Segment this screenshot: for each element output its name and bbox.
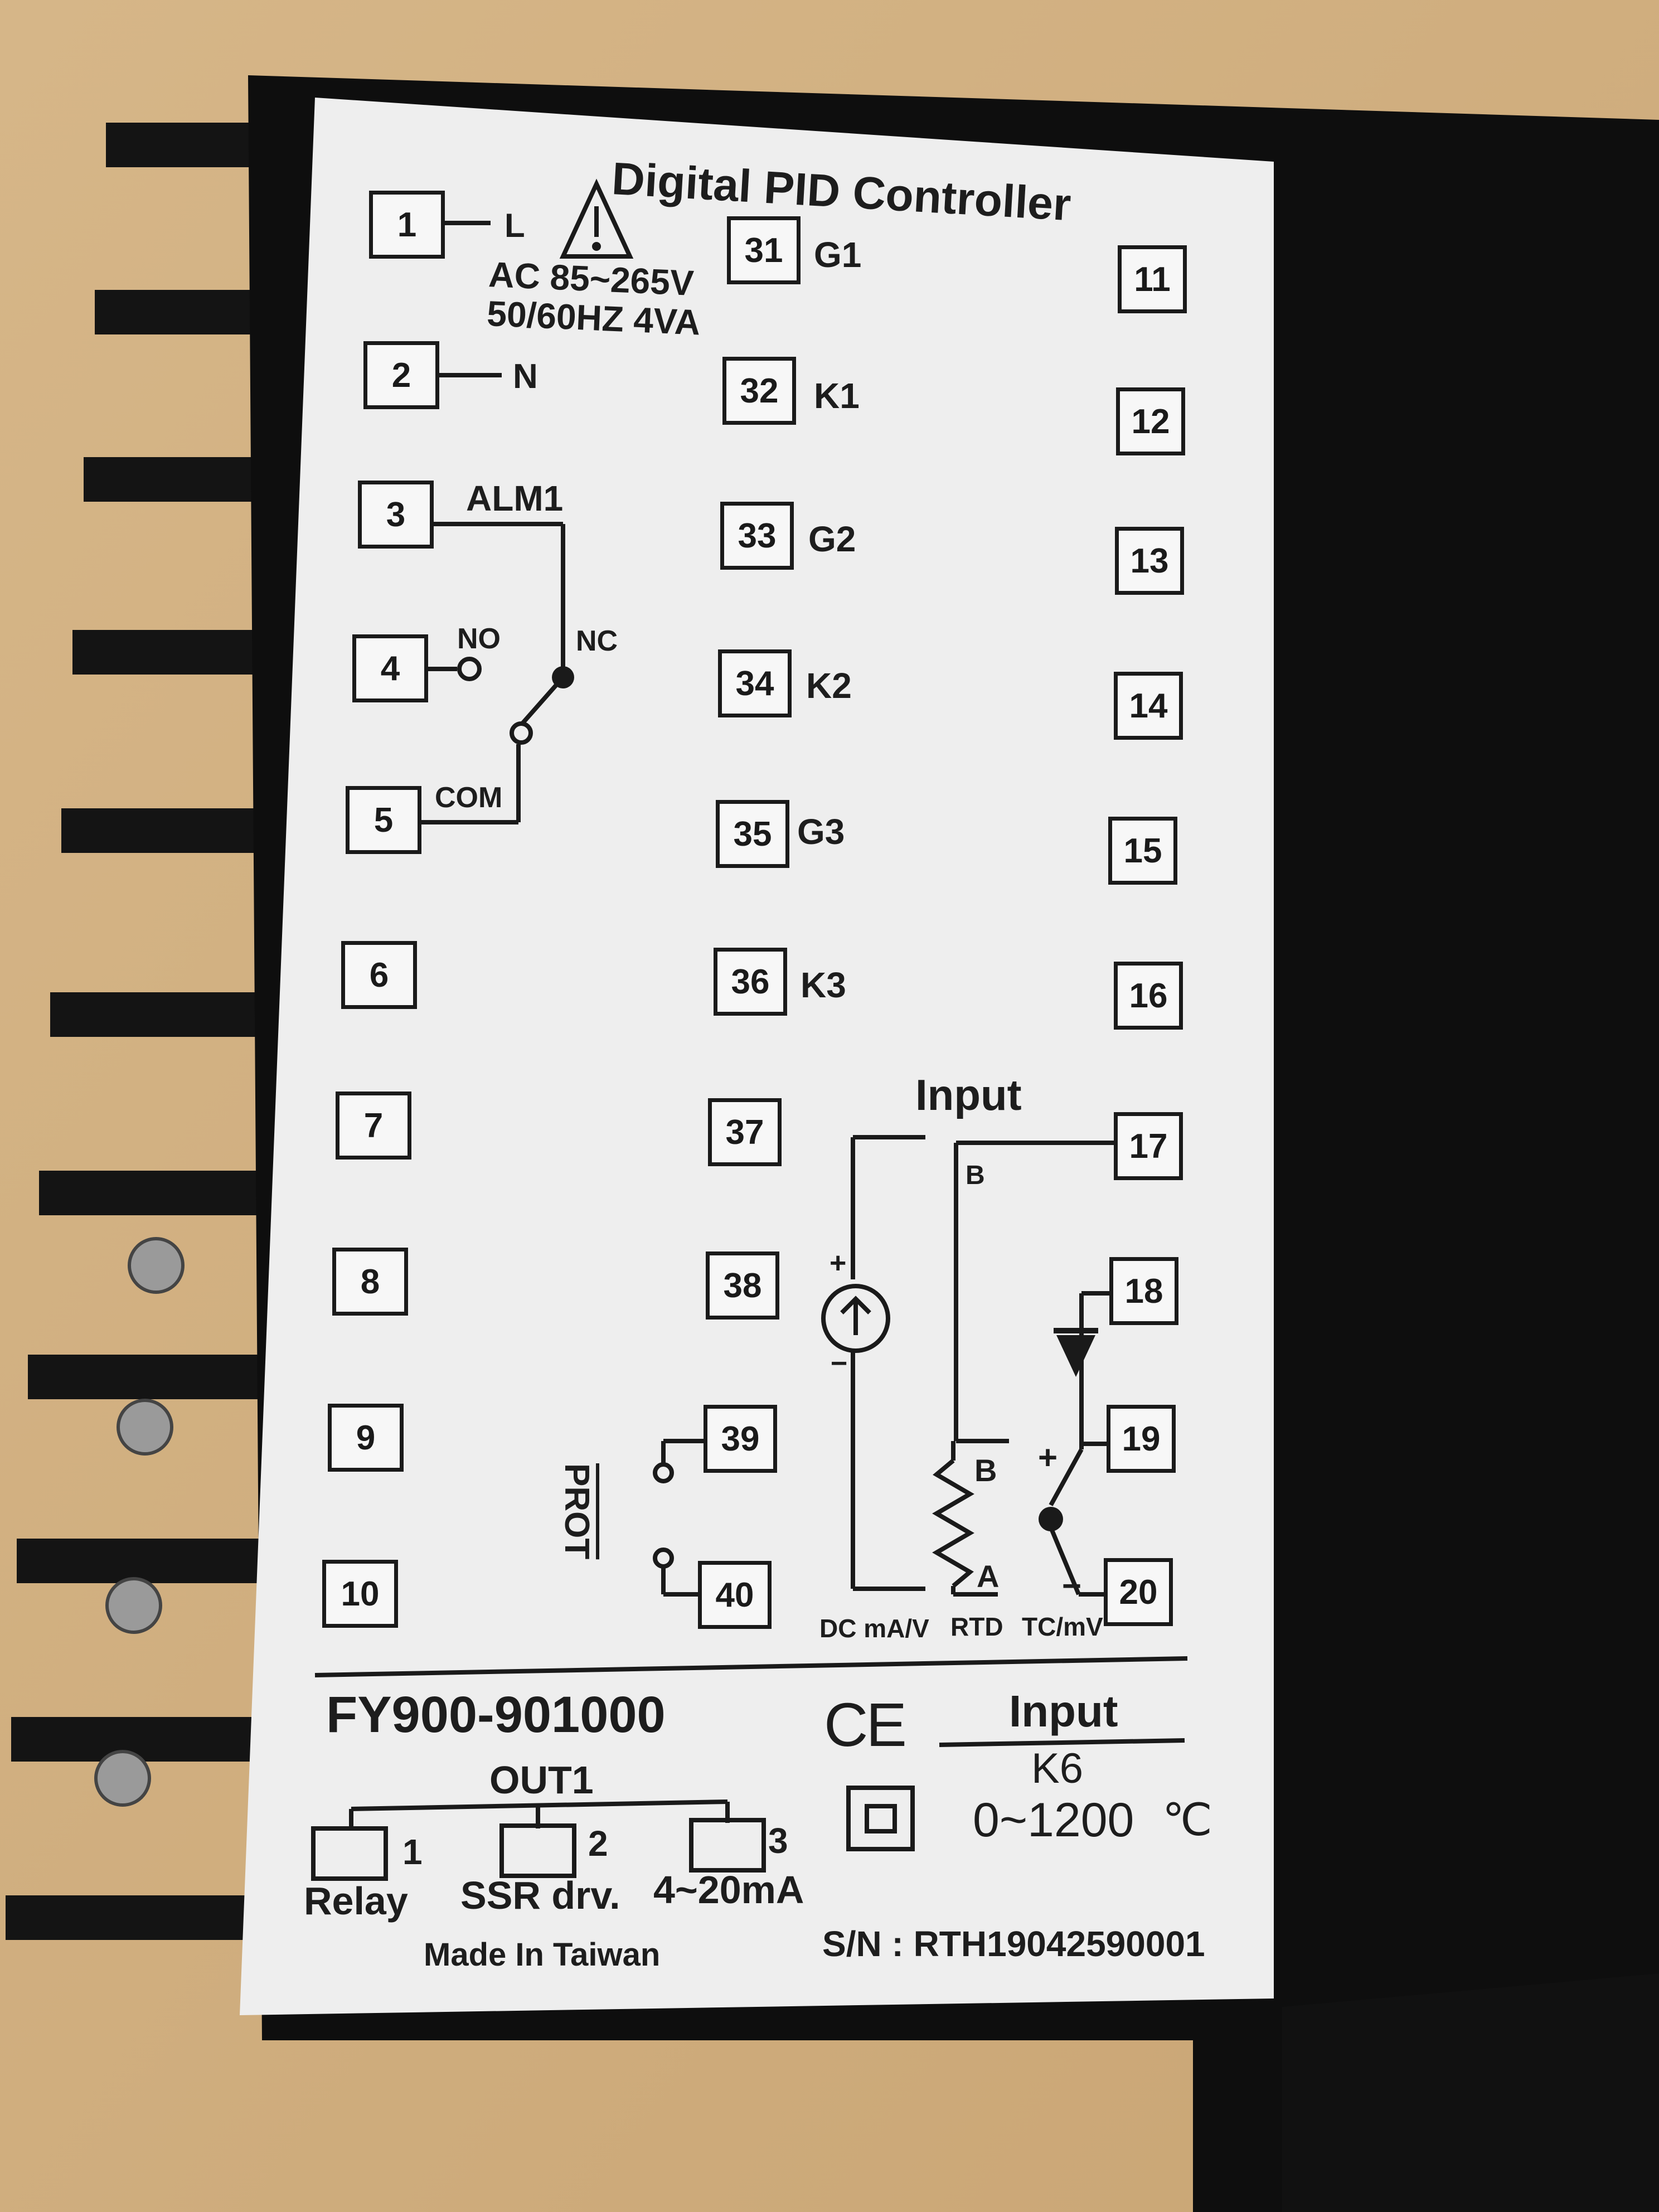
terminal-39: 39 bbox=[704, 1405, 777, 1473]
alarm-com: COM bbox=[435, 782, 503, 814]
terminal-32-tag: K1 bbox=[814, 376, 860, 416]
terminal-35-tag: G3 bbox=[797, 812, 845, 852]
out1-ssr: SSR drv. bbox=[460, 1874, 620, 1917]
heat-sink-fins bbox=[6, 123, 262, 1940]
double-insulation-icon bbox=[846, 1786, 915, 1851]
input-a-rtd: A bbox=[977, 1559, 1000, 1594]
power-frequency: 50/60HZ 4VA bbox=[486, 293, 701, 343]
input-title: Input bbox=[915, 1070, 1022, 1119]
terminal-11: 11 bbox=[1118, 245, 1187, 313]
out1-num-2: 2 bbox=[588, 1823, 608, 1864]
power-line-label: L bbox=[505, 207, 525, 244]
terminal-7: 7 bbox=[336, 1092, 411, 1160]
terminal-12: 12 bbox=[1116, 387, 1185, 455]
terminal-34: 34 bbox=[718, 649, 792, 717]
terminal-4: 4 bbox=[352, 634, 428, 702]
terminal-3: 3 bbox=[358, 481, 434, 549]
input-plus-tc: + bbox=[1038, 1439, 1058, 1476]
input-plus-dc: + bbox=[830, 1247, 847, 1279]
spec-sensor: K6 bbox=[1031, 1745, 1083, 1792]
terminal-14: 14 bbox=[1114, 672, 1183, 740]
terminal-19: 19 bbox=[1107, 1405, 1176, 1473]
out1-ma: 4~20mA bbox=[653, 1868, 804, 1912]
out1-num-3: 3 bbox=[768, 1821, 788, 1861]
terminal-37: 37 bbox=[708, 1098, 782, 1166]
alarm-no: NO bbox=[457, 623, 501, 655]
terminal-34-tag: K2 bbox=[806, 666, 852, 706]
terminal-38: 38 bbox=[706, 1251, 779, 1320]
model-number: FY900-901000 bbox=[326, 1686, 666, 1743]
terminal-32: 32 bbox=[722, 357, 796, 425]
input-b-top: B bbox=[966, 1161, 985, 1190]
out1-title: OUT1 bbox=[489, 1758, 594, 1802]
input-type-dc: DC mA/V bbox=[819, 1614, 929, 1643]
spec-header: Input bbox=[1009, 1686, 1118, 1736]
terminal-31-tag: G1 bbox=[814, 235, 862, 275]
terminal-33-tag: G2 bbox=[808, 519, 856, 559]
screw-terminals bbox=[94, 1237, 185, 1807]
alarm-name: ALM1 bbox=[466, 478, 564, 518]
out1-num-1: 1 bbox=[402, 1832, 423, 1872]
terminal-17: 17 bbox=[1114, 1112, 1183, 1180]
made-in: Made In Taiwan bbox=[424, 1937, 661, 1973]
ce-mark: CE bbox=[824, 1691, 907, 1759]
terminal-31: 31 bbox=[727, 216, 801, 284]
spec-range: 0~1200 bbox=[973, 1793, 1134, 1847]
terminal-18: 18 bbox=[1109, 1257, 1178, 1325]
terminal-10: 10 bbox=[322, 1560, 398, 1628]
power-neutral-label: N bbox=[513, 357, 538, 396]
spec-unit: ℃ bbox=[1162, 1795, 1212, 1845]
terminal-8: 8 bbox=[332, 1248, 408, 1316]
alarm-nc: NC bbox=[576, 625, 618, 657]
terminal-9: 9 bbox=[328, 1404, 404, 1472]
terminal-15: 15 bbox=[1108, 817, 1177, 885]
terminal-35: 35 bbox=[716, 800, 789, 868]
prot-label: PROT bbox=[557, 1463, 596, 1560]
input-b-rtd: B bbox=[974, 1453, 997, 1488]
terminal-13: 13 bbox=[1115, 527, 1184, 595]
input-type-tc: TC/mV bbox=[1022, 1612, 1103, 1641]
terminal-2: 2 bbox=[363, 341, 439, 409]
terminal-1: 1 bbox=[369, 191, 445, 259]
terminal-40: 40 bbox=[698, 1561, 772, 1629]
terminal-6: 6 bbox=[341, 941, 417, 1009]
input-type-rtd: RTD bbox=[950, 1612, 1003, 1641]
terminal-33: 33 bbox=[720, 502, 794, 570]
terminal-36: 36 bbox=[714, 948, 787, 1016]
out1-relay: Relay bbox=[304, 1879, 408, 1923]
terminal-5: 5 bbox=[346, 786, 421, 854]
terminal-20: 20 bbox=[1104, 1558, 1173, 1626]
terminal-36-tag: K3 bbox=[801, 965, 846, 1005]
input-minus-tc: − bbox=[1062, 1567, 1082, 1604]
warning-icon bbox=[559, 178, 634, 259]
input-minus-dc: − bbox=[831, 1347, 848, 1380]
terminal-16: 16 bbox=[1114, 962, 1183, 1030]
serial-number: S/N : RTH19042590001 bbox=[822, 1924, 1205, 1964]
